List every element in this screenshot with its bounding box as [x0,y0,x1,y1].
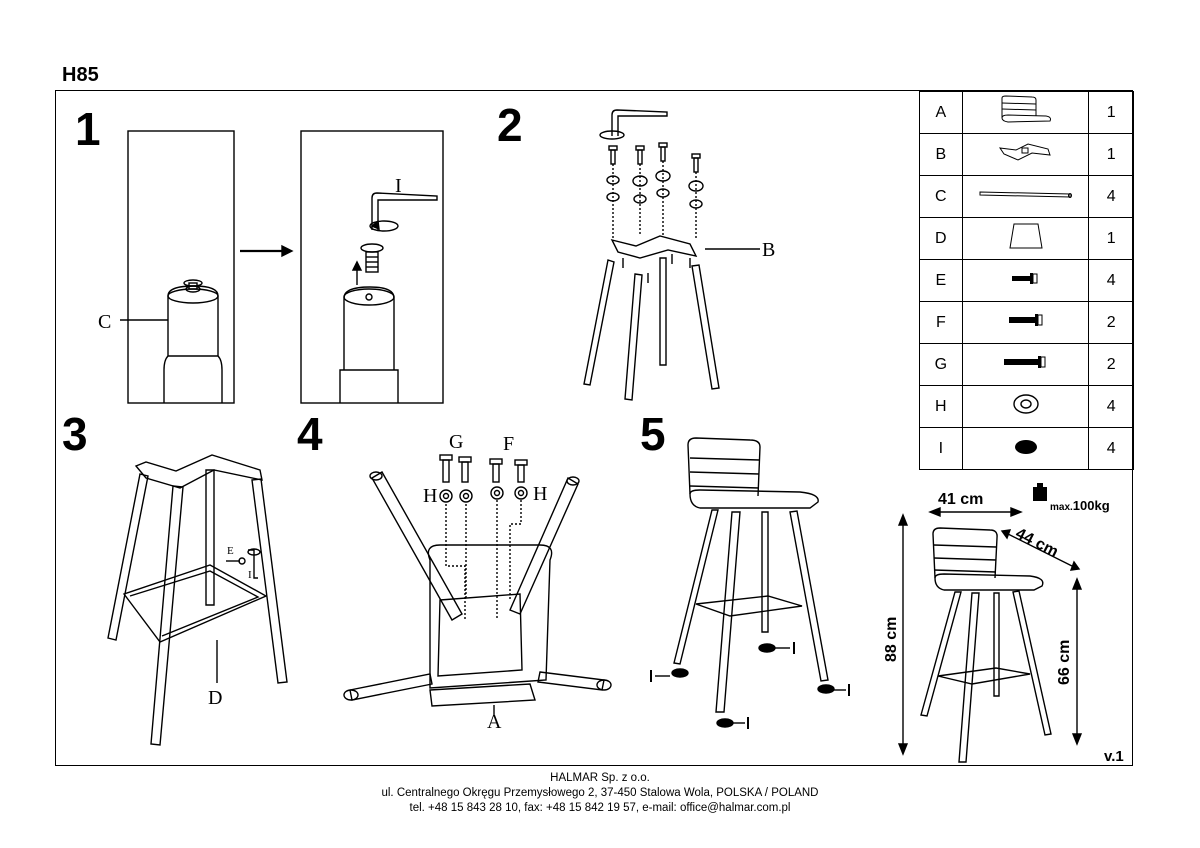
part-qty: 1 [1088,91,1134,134]
parts-row: B 1 [919,133,1134,176]
step-number-1: 1 [75,103,101,155]
footer-company: HALMAR Sp. z o.o. [550,772,650,784]
dimension-height: 88 cm [883,616,900,662]
footer-contact: tel. +48 15 843 28 10, fax: +48 15 842 1… [409,802,791,814]
leg-rod-icon [961,175,1090,218]
step4-seat-assembly [343,454,612,716]
part-letter: A [919,91,963,134]
part-qty: 1 [1088,217,1134,260]
felt-pad-icon [961,427,1090,470]
label-a: A [487,711,502,733]
base-cross-icon [961,133,1090,176]
part-qty: 4 [1088,259,1134,302]
max-load-prefix: max. [1050,502,1073,513]
label-i: I [395,175,402,197]
model-title: H85 [62,64,99,86]
part-letter: D [919,217,963,260]
step3-footrest-assembly [107,454,288,746]
part-letter: B [919,133,963,176]
label-b: B [762,239,776,261]
dimensions-stool [897,506,1083,763]
label-c: C [98,311,112,333]
arrow-right-icon [240,244,294,258]
label-d: D [208,687,223,709]
part-qty: 4 [1088,175,1134,218]
seat-icon [961,91,1090,134]
dimension-seat-height: 66 cm [1056,639,1073,685]
label-h-left: H [423,485,438,507]
footer: HALMAR Sp. z o.o. ul. Centralnego Okręgu… [0,771,1200,816]
parts-row: D 1 [919,217,1134,260]
label-i-small: I [248,569,252,581]
label-g: G [449,431,464,453]
dimension-width: 41 cm [938,491,984,508]
step5-felt-pads [650,437,850,729]
part-letter: I [919,427,963,470]
parts-row: E 4 [919,259,1134,302]
label-h-right: H [533,483,548,505]
weight-icon [1033,483,1047,501]
max-load: max.100kg [1050,497,1110,515]
label-f: F [503,433,515,455]
version-label: v.1 [1104,748,1124,765]
part-letter: C [919,175,963,218]
step-number-3: 3 [62,408,88,460]
footer-address: ul. Centralnego Okręgu Przemysłowego 2, … [381,787,819,799]
step1-leg-closeup [120,130,235,404]
part-letter: F [919,301,963,344]
step-number-4: 4 [297,408,323,460]
parts-row: G 2 [919,343,1134,386]
step1-screw-insertion [300,130,444,404]
part-letter: E [919,259,963,302]
part-qty: 4 [1088,427,1134,470]
short-bolt-icon [961,259,1090,302]
parts-row: C 4 [919,175,1134,218]
footrest-icon [961,217,1090,260]
part-qty: 2 [1088,301,1134,344]
parts-list: A 1 B 1 C 4 D 1 E [919,91,1134,470]
parts-row: H 4 [919,385,1134,428]
step-number-2: 2 [497,99,523,151]
step-number-5: 5 [640,408,666,460]
part-qty: 4 [1088,385,1134,428]
washer-icon [961,385,1090,428]
parts-row: A 1 [919,91,1134,134]
part-qty: 1 [1088,133,1134,176]
part-letter: G [919,343,963,386]
part-letter: H [919,385,963,428]
part-qty: 2 [1088,343,1134,386]
medium-bolt-icon [961,301,1090,344]
max-load-value: 100kg [1072,498,1110,513]
step2-base-assembly [583,109,760,401]
long-bolt-icon [961,343,1090,386]
label-e-small: E [227,545,234,557]
parts-row: I 4 [919,427,1134,470]
parts-row: F 2 [919,301,1134,344]
